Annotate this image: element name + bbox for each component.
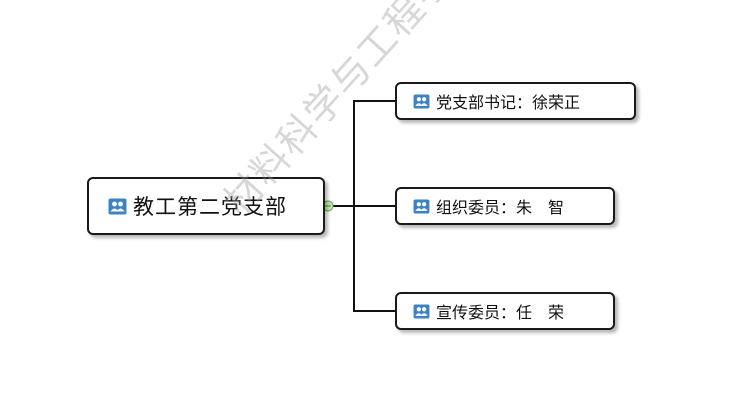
people-icon (108, 198, 127, 215)
subtopic-publicity-member[interactable]: 宣传委员：任 荣 (395, 292, 615, 330)
root-topic[interactable]: 教工第二党支部 (87, 177, 325, 235)
people-icon (413, 198, 430, 214)
root-topic-label: 教工第二党支部 (133, 195, 287, 219)
people-icon (413, 303, 430, 319)
subtopic-label: 组织委员：朱 智 (436, 198, 565, 217)
people-icon (413, 93, 430, 109)
subtopic-organization-member[interactable]: 组织委员：朱 智 (395, 187, 615, 225)
subtopic-label: 宣传委员：任 荣 (436, 303, 565, 322)
subtopic-label: 党支部书记：徐荣正 (436, 93, 581, 112)
subtopic-secretary[interactable]: 党支部书记：徐荣正 (395, 82, 636, 120)
